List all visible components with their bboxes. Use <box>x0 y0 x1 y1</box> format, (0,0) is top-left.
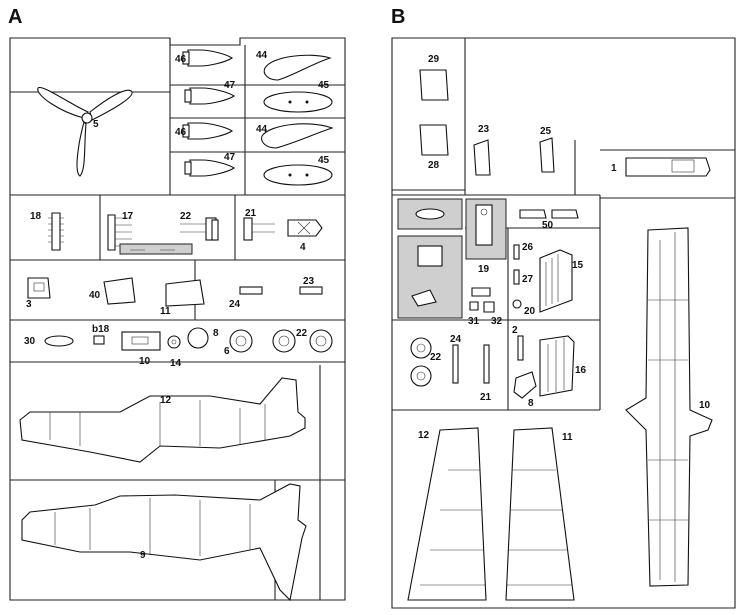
svg-text:19: 19 <box>478 264 490 275</box>
svg-text:47: 47 <box>224 80 236 91</box>
svg-text:2: 2 <box>512 325 518 336</box>
svg-text:20: 20 <box>524 306 536 317</box>
svg-text:8: 8 <box>528 398 534 409</box>
sprue-frame-a: A <box>8 6 346 601</box>
svg-text:50: 50 <box>542 220 554 231</box>
svg-text:10: 10 <box>139 356 151 367</box>
part-drop-tanks <box>261 54 334 186</box>
part-b-shaded <box>397 198 507 319</box>
svg-text:25: 25 <box>540 126 552 137</box>
svg-text:11: 11 <box>160 306 171 317</box>
svg-text:45: 45 <box>318 155 330 166</box>
part-row-cockpit <box>27 277 323 307</box>
svg-text:27: 27 <box>522 274 534 285</box>
sheet-label-b: B <box>391 6 405 28</box>
svg-text:44: 44 <box>256 124 268 135</box>
part-row-wheels-a <box>44 327 333 353</box>
svg-text:1: 1 <box>611 163 617 174</box>
part-b-top <box>419 69 711 177</box>
svg-text:46: 46 <box>175 54 187 65</box>
svg-text:22: 22 <box>296 328 308 339</box>
svg-text:23: 23 <box>303 276 315 287</box>
svg-text:24: 24 <box>229 299 241 310</box>
svg-text:3: 3 <box>26 299 32 310</box>
svg-text:24: 24 <box>450 334 462 345</box>
part-b-wings <box>407 227 713 601</box>
sprue-frame-b: B <box>391 6 736 609</box>
svg-text:47: 47 <box>224 152 236 163</box>
svg-text:b18: b18 <box>92 324 110 335</box>
svg-text:4: 4 <box>300 242 306 253</box>
svg-text:21: 21 <box>480 392 492 403</box>
svg-text:46: 46 <box>175 127 187 138</box>
svg-text:10: 10 <box>699 400 711 411</box>
svg-text:22: 22 <box>180 211 192 222</box>
svg-text:21: 21 <box>245 208 257 219</box>
part-numbers-b: 29 28 23 25 1 50 19 26 27 15 20 31 32 2 … <box>418 54 711 443</box>
svg-text:26: 26 <box>522 242 534 253</box>
part-row-engine <box>48 212 323 255</box>
svg-text:15: 15 <box>572 260 584 271</box>
svg-text:5: 5 <box>93 119 99 130</box>
svg-text:22: 22 <box>430 352 442 363</box>
svg-text:44: 44 <box>256 50 268 61</box>
part-bombs <box>182 49 235 177</box>
svg-text:12: 12 <box>160 395 172 406</box>
svg-text:28: 28 <box>428 160 440 171</box>
svg-text:45: 45 <box>318 80 330 91</box>
svg-text:18: 18 <box>30 211 42 222</box>
svg-text:30: 30 <box>24 336 36 347</box>
svg-text:12: 12 <box>418 430 430 441</box>
part-b-mid <box>469 209 579 313</box>
part-fuselage-halves <box>19 377 307 602</box>
svg-text:14: 14 <box>170 358 182 369</box>
sheet-label-a: A <box>8 6 22 28</box>
svg-text:17: 17 <box>122 211 134 222</box>
svg-text:11: 11 <box>562 432 573 443</box>
part-numbers-a: 5 46 47 46 47 44 45 44 45 18 17 22 21 4 … <box>24 50 330 561</box>
part-propeller <box>37 87 133 177</box>
svg-text:40: 40 <box>89 290 101 301</box>
svg-text:16: 16 <box>575 365 587 376</box>
svg-text:29: 29 <box>428 54 440 65</box>
svg-text:23: 23 <box>478 124 490 135</box>
part-b-gear <box>410 335 575 399</box>
svg-text:8: 8 <box>213 328 219 339</box>
svg-text:9: 9 <box>140 550 146 561</box>
svg-text:31: 31 <box>468 316 480 327</box>
svg-text:6: 6 <box>224 346 230 357</box>
svg-text:32: 32 <box>491 316 503 327</box>
